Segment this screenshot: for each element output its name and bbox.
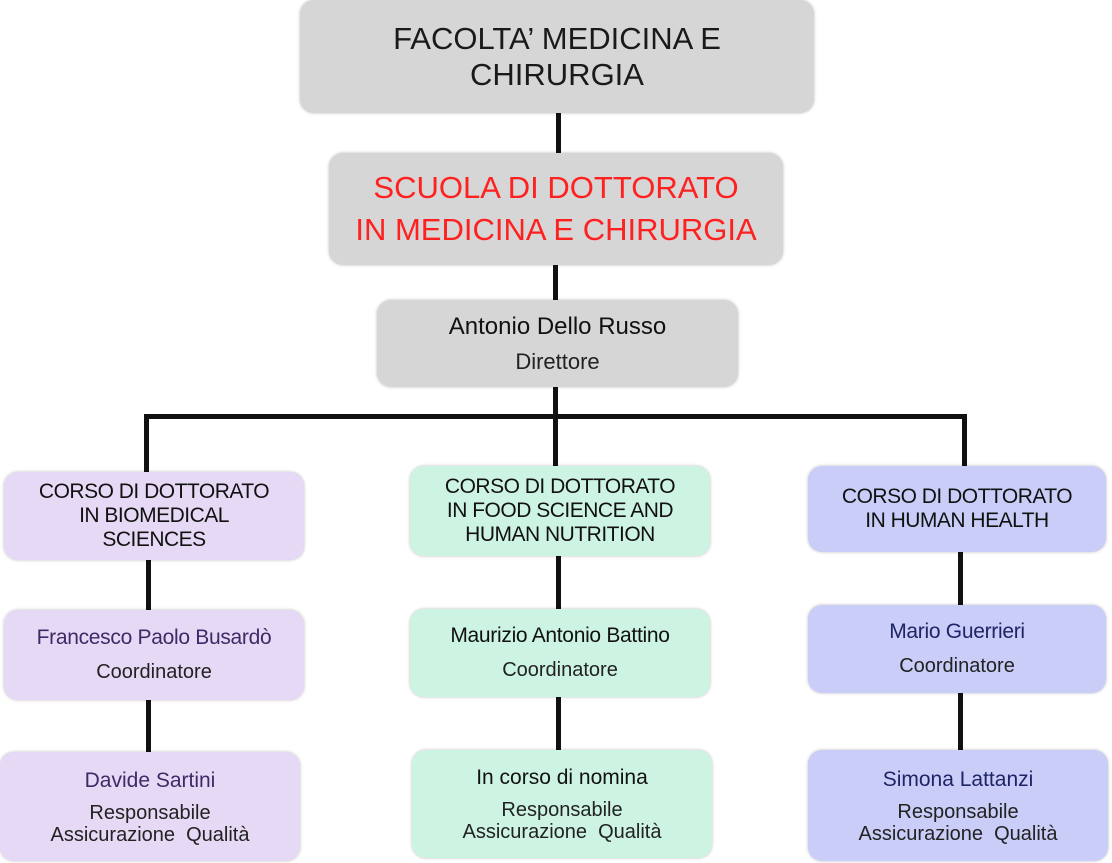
connector-course1-coordinator bbox=[146, 560, 151, 610]
director-role: Direttore bbox=[515, 348, 600, 374]
connector-course1-quality bbox=[146, 700, 151, 752]
branch-drop-left bbox=[144, 414, 149, 472]
quality-name: Davide Sartini bbox=[84, 768, 216, 792]
quality-role-line1: Responsabile bbox=[89, 801, 211, 824]
quality-name: In corso di nomina bbox=[476, 766, 648, 789]
course-biomedical-box: CORSO DI DOTTORATO IN BIOMEDICAL SCIENCE… bbox=[4, 472, 304, 560]
course-title-line1: CORSO DI DOTTORATO bbox=[38, 480, 270, 503]
connector-course2-quality bbox=[556, 697, 561, 750]
coordinator-role: Coordinatore bbox=[96, 661, 212, 683]
course-title-line1: CORSO DI DOTTORATO bbox=[841, 485, 1073, 508]
quality-biomedical-box: Davide Sartini Responsabile Assicurazion… bbox=[0, 752, 300, 861]
faculty-title-line2: CHIRURGIA bbox=[470, 56, 644, 92]
director-box: Antonio Dello Russo Direttore bbox=[377, 300, 738, 387]
course-title-line2: IN BIOMEDICAL bbox=[79, 504, 229, 527]
connector-course2-coordinator bbox=[556, 556, 561, 609]
connector-director-branch bbox=[553, 387, 558, 417]
connector-faculty-school bbox=[556, 113, 561, 153]
coordinator-role: Coordinatore bbox=[899, 655, 1015, 677]
director-name: Antonio Dello Russo bbox=[448, 312, 667, 340]
faculty-box: FACOLTA’ MEDICINA E CHIRURGIA bbox=[300, 0, 814, 113]
quality-food-science-box: In corso di nomina Responsabile Assicura… bbox=[412, 750, 712, 858]
coordinator-role: Coordinatore bbox=[502, 659, 618, 681]
course-title-line2: IN HUMAN HEALTH bbox=[865, 509, 1049, 532]
course-title-line3: HUMAN NUTRITION bbox=[465, 523, 655, 546]
coordinator-name: Mario Guerrieri bbox=[889, 620, 1025, 643]
coordinator-human-health-box: Mario Guerrieri Coordinatore bbox=[808, 605, 1106, 693]
course-title-line2: IN FOOD SCIENCE AND bbox=[446, 499, 674, 522]
school-title-line1: SCUOLA DI DOTTORATO bbox=[373, 170, 739, 205]
quality-role-line1: Responsabile bbox=[501, 799, 623, 821]
school-box: SCUOLA DI DOTTORATO IN MEDICINA E CHIRUR… bbox=[329, 153, 783, 265]
quality-name: Simona Lattanzi bbox=[882, 767, 1034, 791]
connector-course3-quality bbox=[958, 693, 963, 750]
quality-human-health-box: Simona Lattanzi Responsabile Assicurazio… bbox=[808, 750, 1108, 861]
faculty-title-line1: FACOLTA’ MEDICINA E bbox=[393, 20, 721, 56]
course-human-health-box: CORSO DI DOTTORATO IN HUMAN HEALTH bbox=[808, 466, 1106, 552]
coordinator-food-science-box: Maurizio Antonio Battino Coordinatore bbox=[410, 609, 710, 697]
course-title-line1: CORSO DI DOTTORATO bbox=[444, 475, 676, 498]
quality-role-line2: Assicurazione Qualità bbox=[462, 821, 662, 843]
school-title-line2: IN MEDICINA E CHIRURGIA bbox=[355, 212, 757, 247]
connector-school-director bbox=[553, 265, 558, 300]
quality-role-line2: Assicurazione Qualità bbox=[858, 822, 1058, 845]
course-title-line3: SCIENCES bbox=[102, 528, 206, 551]
branch-drop-center bbox=[553, 414, 558, 466]
branch-drop-right bbox=[962, 414, 967, 466]
coordinator-name: Maurizio Antonio Battino bbox=[450, 624, 670, 647]
quality-role-line2: Assicurazione Qualità bbox=[50, 823, 250, 846]
connector-course3-coordinator bbox=[958, 552, 963, 605]
quality-role-line1: Responsabile bbox=[897, 800, 1019, 823]
course-food-science-box: CORSO DI DOTTORATO IN FOOD SCIENCE AND H… bbox=[410, 466, 710, 556]
coordinator-biomedical-box: Francesco Paolo Busardò Coordinatore bbox=[4, 610, 304, 700]
coordinator-name: Francesco Paolo Busardò bbox=[36, 626, 272, 649]
